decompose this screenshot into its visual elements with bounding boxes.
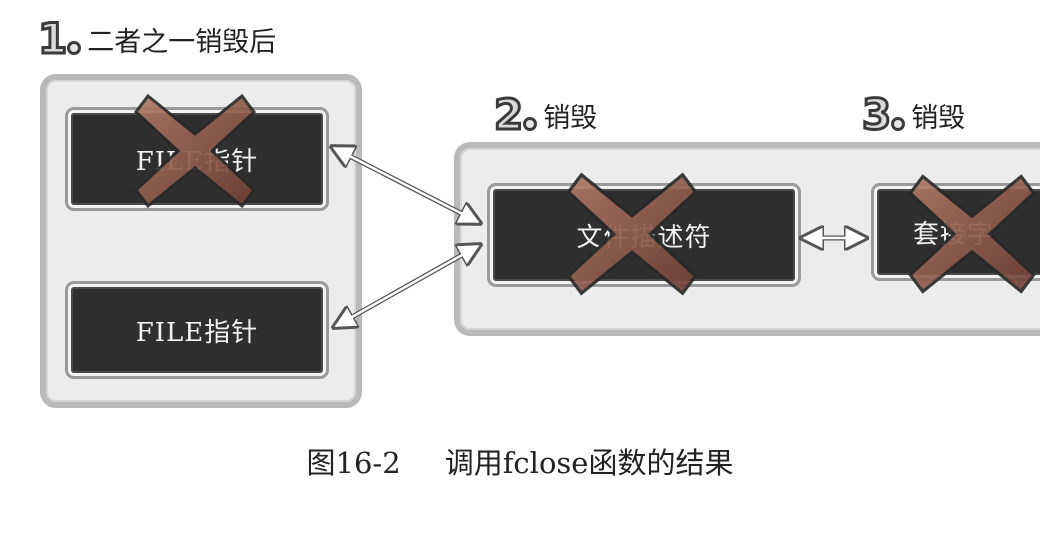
step-2-dot bbox=[523, 117, 538, 131]
step-3-dot bbox=[891, 117, 906, 131]
cross-icon bbox=[908, 174, 1036, 294]
step-3-header: 3 销毁 bbox=[860, 90, 966, 139]
step-1-header: 1 二者之一销毁后 bbox=[36, 14, 277, 63]
double-arrow-icon bbox=[334, 148, 478, 222]
file-pointer-bottom-label: FILE指针 bbox=[135, 317, 259, 348]
figure-caption: 图16-2 调用fclose函数的结果 bbox=[0, 440, 1040, 482]
file-pointer-bottom-box: FILE指针 bbox=[68, 284, 326, 376]
step-1-number: 1 bbox=[36, 14, 68, 63]
step-2-header: 2 销毁 bbox=[492, 90, 598, 139]
cross-icon bbox=[133, 93, 257, 209]
step-2-number: 2 bbox=[492, 90, 524, 139]
step-3-label: 销毁 bbox=[911, 102, 966, 134]
step-1-label: 二者之一销毁后 bbox=[87, 26, 277, 58]
cross-icon bbox=[566, 172, 698, 296]
step-3-number: 3 bbox=[860, 90, 892, 139]
step-2-label: 销毁 bbox=[543, 102, 598, 134]
figure-number: 图16-2 bbox=[306, 446, 401, 480]
double-arrow-icon bbox=[336, 246, 478, 326]
figure-title: 调用fclose函数的结果 bbox=[444, 446, 734, 480]
step-1-dot bbox=[67, 41, 82, 55]
